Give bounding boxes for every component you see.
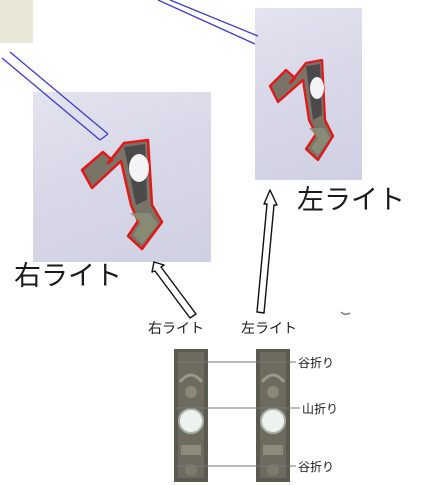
valley-fold-bottom-label: 谷折り [298, 460, 335, 474]
valley-fold-top-label: 谷折り [298, 356, 335, 370]
strip-left-detail [178, 352, 204, 478]
mountain-fold-label: 山折り [302, 402, 339, 416]
strip-right-detail [260, 352, 286, 478]
left-light-label-small: 左ライト [241, 321, 297, 337]
left-light-part [268, 58, 335, 162]
guide-line-left [1, 51, 109, 141]
arrow-left-light [256, 189, 278, 314]
arrow-right-light [151, 261, 197, 319]
right-light-part [80, 138, 164, 251]
right-light-label-large: 右ライト [14, 261, 122, 292]
right-light-label-small: 右ライト [148, 321, 204, 337]
beige-block [0, 0, 33, 43]
small-mark [340, 311, 351, 316]
guide-line-right [157, 0, 259, 45]
left-light-label-large: 左ライト [297, 185, 405, 216]
fold-lines [176, 361, 300, 467]
right-light-photo [33, 92, 211, 262]
